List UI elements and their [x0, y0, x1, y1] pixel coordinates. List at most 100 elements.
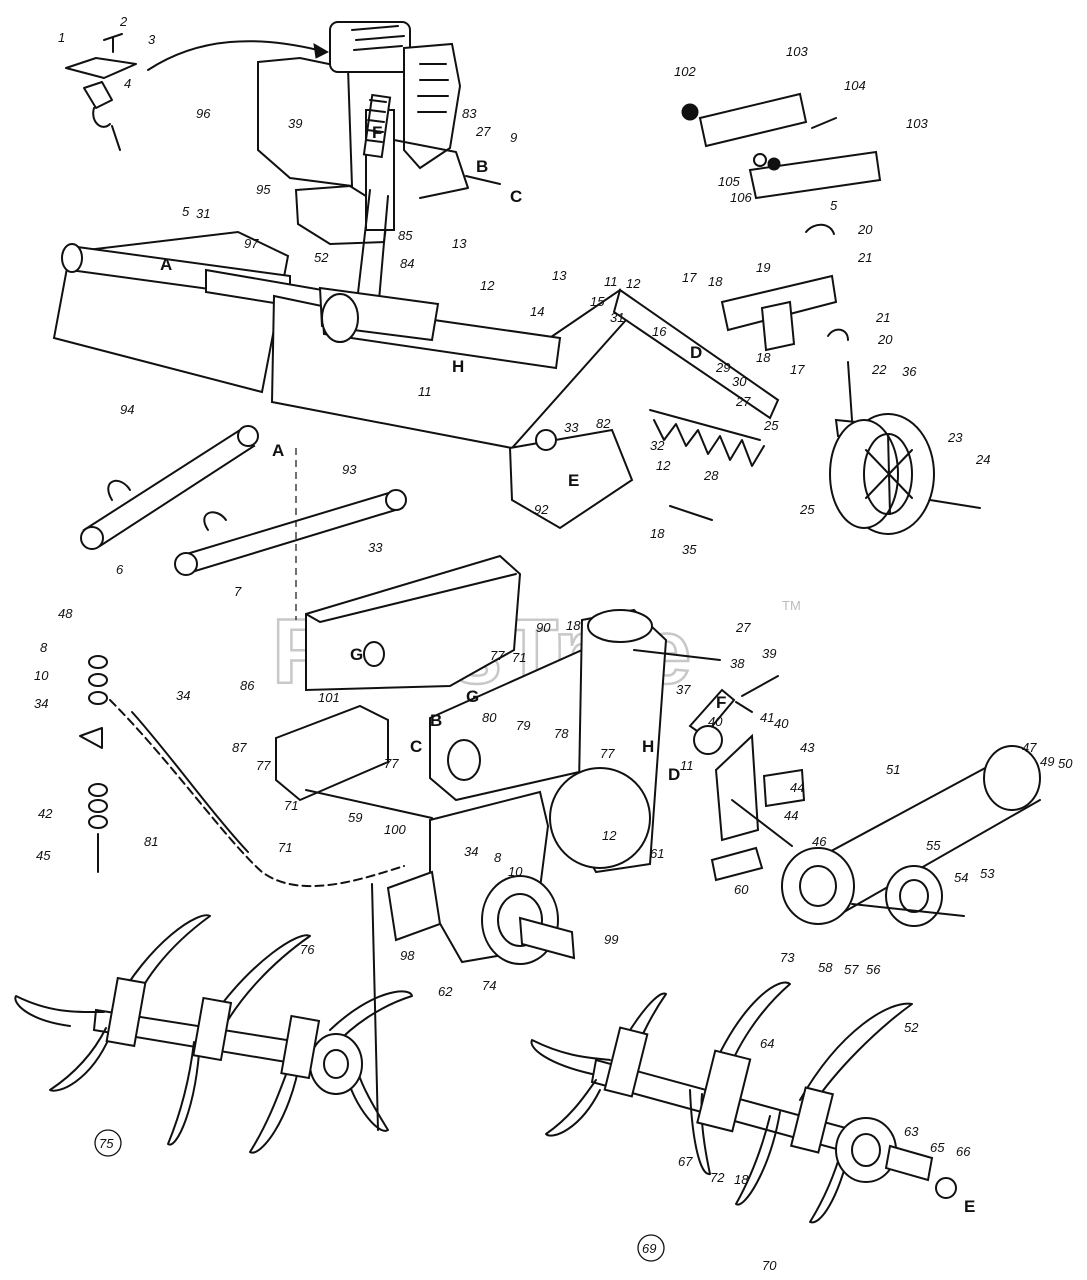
part-label: 24: [975, 452, 990, 467]
part-label: 17: [682, 270, 697, 285]
circled-label-69-ring: [637, 1234, 665, 1262]
bracket-assembly-1-4: [65, 33, 137, 151]
part-label: 77: [600, 746, 615, 761]
part-label: 100: [384, 822, 406, 837]
part-label: 104: [844, 78, 866, 93]
part-label: 44: [784, 808, 798, 823]
watermark-trademark: TM: [782, 598, 801, 613]
part-label: 29: [715, 360, 730, 375]
part-label: 27: [735, 620, 751, 635]
part-label: 12: [656, 458, 671, 473]
part-label: 103: [786, 44, 808, 59]
part-label: 73: [780, 950, 795, 965]
part-label: 10: [34, 668, 49, 683]
lower-plate-92: [508, 428, 634, 530]
part-label: 58: [818, 960, 833, 975]
part-label: 3: [148, 32, 156, 47]
part-label: 34: [176, 688, 190, 703]
reference-letters: A F B C H A D E G G B C F H D E: [160, 123, 975, 1216]
part-label: 45: [36, 848, 51, 863]
part-label: 28: [703, 468, 719, 483]
part-label: 21: [857, 250, 872, 265]
part-label: 102: [674, 64, 696, 79]
part-label: 34: [34, 696, 48, 711]
bracket-87: [275, 704, 389, 802]
part-label: 94: [120, 402, 134, 417]
part-label: 77: [256, 758, 271, 773]
part-label: 16: [652, 324, 667, 339]
part-label: 39: [288, 116, 302, 131]
ref-letter: D: [668, 765, 680, 784]
part-label: 78: [554, 726, 569, 741]
drive-belt-48: [781, 745, 1041, 927]
ref-letter: A: [160, 255, 172, 274]
part-label: 72: [710, 1170, 725, 1185]
circled-label-75: 75: [99, 1136, 114, 1151]
gearbox-99: [386, 790, 576, 965]
ref-letter: G: [466, 687, 479, 706]
circled-label-69: 69: [642, 1241, 656, 1256]
part-label: 49: [1040, 754, 1054, 769]
part-label: 27: [735, 394, 751, 409]
part-label: 81: [144, 834, 158, 849]
part-label: 52: [314, 250, 329, 265]
part-label: 4: [124, 76, 131, 91]
part-label: 17: [790, 362, 805, 377]
part-label: 19: [756, 260, 770, 275]
part-label: 2: [119, 14, 128, 29]
part-label: 80: [482, 710, 497, 725]
bolt-stack-45: [79, 655, 108, 873]
part-label: 105: [718, 174, 740, 189]
part-label: 42: [38, 806, 53, 821]
part-label: 85: [398, 228, 413, 243]
part-label: 10: [508, 864, 523, 879]
brace-rod: [305, 789, 433, 819]
ref-letter: C: [510, 187, 522, 206]
part-labels: 1 2 3 4 96 39 83 27 9 95 5 31 97 52 84 8…: [34, 14, 1073, 1273]
part-label: 6: [116, 562, 124, 577]
guide-line-e: [371, 883, 379, 1131]
part-label: 103: [906, 116, 928, 131]
part-label: 7: [234, 584, 242, 599]
part-label: 71: [278, 840, 292, 855]
ref-letter: F: [716, 693, 726, 712]
part-label: 12: [480, 278, 495, 293]
part-label: 51: [886, 762, 900, 777]
part-label: 48: [58, 606, 73, 621]
part-label: 13: [552, 268, 567, 283]
depth-bar-25: [612, 288, 780, 467]
part-label: 71: [284, 798, 298, 813]
part-label: 15: [590, 294, 605, 309]
part-label: 33: [368, 540, 383, 555]
part-label: 18: [650, 526, 665, 541]
ref-letter: E: [568, 471, 579, 490]
part-label: 32: [650, 438, 665, 453]
wheel-bracket-103: [681, 92, 882, 200]
part-label: 21: [875, 310, 890, 325]
part-label: 20: [857, 222, 873, 237]
part-label: 63: [904, 1124, 919, 1139]
part-label: 93: [342, 462, 357, 477]
caster-wheel-23: [829, 361, 981, 535]
part-label: 25: [763, 418, 779, 433]
part-label: 8: [494, 850, 502, 865]
part-label: 90: [536, 620, 551, 635]
part-label: 22: [871, 362, 887, 377]
part-label: 13: [452, 236, 467, 251]
part-label: 11: [418, 384, 432, 399]
caster-bracket-19: [720, 223, 849, 352]
chain-98-101: [109, 699, 405, 888]
part-label: 12: [602, 828, 617, 843]
part-label: 18: [708, 274, 723, 289]
ref-letter: A: [272, 441, 284, 460]
part-label: 41: [760, 710, 774, 725]
ref-letter: F: [372, 123, 382, 142]
part-label: 40: [708, 714, 723, 729]
part-label: 83: [462, 106, 477, 121]
part-label: 20: [877, 332, 893, 347]
part-label: 34: [464, 844, 478, 859]
part-label: 5: [182, 204, 190, 219]
part-label: 82: [596, 416, 611, 431]
part-label: 37: [676, 682, 691, 697]
